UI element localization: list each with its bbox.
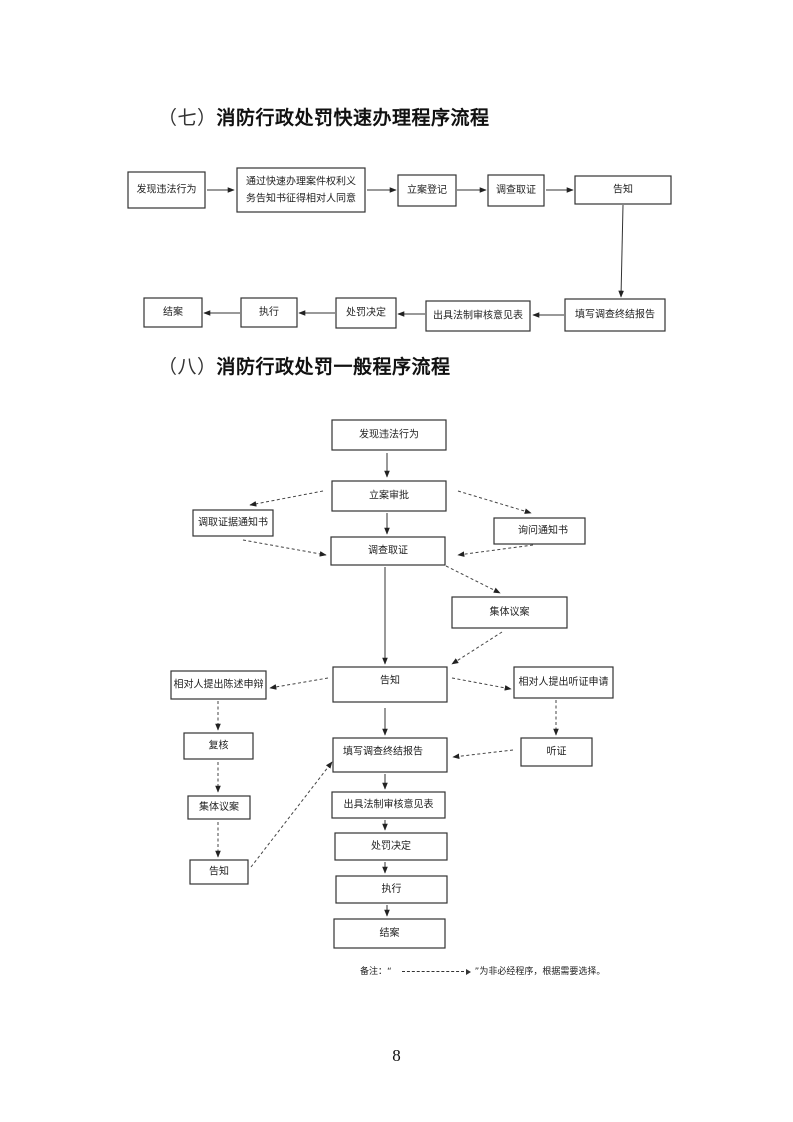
dashed-arrow-sample-icon bbox=[401, 971, 464, 972]
fc7-node-inform: 告知 bbox=[574, 175, 672, 205]
fc7-node-decision: 处罚决定 bbox=[335, 297, 397, 329]
fc8-node-inform: 告知 bbox=[332, 666, 448, 703]
fc8-node-investigate: 调查取证 bbox=[330, 536, 446, 566]
fc8-node-close-label: 结案 bbox=[380, 926, 400, 939]
page-number: 8 bbox=[392, 1046, 401, 1065]
fc8-dash-inform-statement bbox=[269, 677, 329, 690]
section-8-heading: （八）消防行政处罚一般程序流程 bbox=[158, 352, 451, 379]
fc8-node-collective-label: 集体议案 bbox=[490, 605, 530, 618]
fc8-node-review-label: 复核 bbox=[209, 739, 229, 752]
fc7-node-report-label: 填写调查终结报告 bbox=[575, 308, 655, 321]
fc7-node-notify-consent: 通过快速办理案件权利义 务告知书征得相对人同意 bbox=[236, 167, 366, 213]
fc7-node-decision-label: 处罚决定 bbox=[346, 306, 386, 319]
fc7-node-close: 结案 bbox=[143, 297, 203, 328]
fc7-node-execute: 执行 bbox=[240, 297, 298, 328]
fc7-node-investigate: 调查取证 bbox=[487, 174, 545, 207]
section-8-number: （八） bbox=[158, 356, 217, 378]
section-7-title: 消防行政处罚快速办理程序流程 bbox=[216, 107, 490, 129]
fc8-node-review: 复核 bbox=[183, 732, 254, 760]
fc8-dash-approve-evidence bbox=[249, 490, 324, 507]
legend-note-suffix: ”为非必经程序，根据需要选择。 bbox=[474, 967, 606, 977]
fc8-node-collective-left: 集体议案 bbox=[187, 795, 251, 820]
legend-note: 备注：“ ”为非必经程序，根据需要选择。 bbox=[360, 964, 605, 977]
fc8-node-approve: 立案审批 bbox=[331, 480, 447, 512]
fc8-dash-hearing-report bbox=[452, 749, 514, 760]
fc8-dash-collective-inform bbox=[451, 631, 503, 665]
fc8-node-inquiry-notice-label: 询问通知书 bbox=[518, 524, 568, 537]
fc8-node-close: 结案 bbox=[333, 918, 446, 949]
fast-procedure-flowchart: 发现违法行为 通过快速办理案件权利义 务告知书征得相对人同意 立案登记 调查取证… bbox=[127, 167, 672, 332]
fc8-node-inform-label: 告知 bbox=[380, 674, 400, 687]
fc7-node-inform-label: 告知 bbox=[613, 183, 633, 196]
fc7-node-register: 立案登记 bbox=[397, 174, 457, 207]
fc8-node-legal-review-label: 出具法制审核意见表 bbox=[344, 798, 434, 811]
arrowhead-icon bbox=[465, 968, 471, 975]
fc8-dash-evidence-investigate bbox=[242, 539, 327, 557]
fc8-node-report-label: 填写调查终结报告 bbox=[343, 745, 423, 758]
fc7-node-close-label: 结案 bbox=[163, 305, 183, 318]
fc7-node-investigate-label: 调查取证 bbox=[496, 183, 536, 196]
fc8-dash-investigate-collective bbox=[445, 565, 501, 594]
fc8-node-investigate-label: 调查取证 bbox=[368, 544, 408, 557]
fc7-node-register-label: 立案登记 bbox=[407, 183, 447, 196]
fc8-node-hearing-label: 听证 bbox=[547, 746, 567, 758]
fc8-dash-inform-hearing-request bbox=[451, 677, 512, 691]
fc8-node-statement: 相对人提出陈述申辩 bbox=[170, 670, 267, 700]
legend-note-prefix: 备注：“ bbox=[360, 967, 392, 977]
fc8-node-hearing-request: 相对人提出听证申请 bbox=[513, 666, 614, 699]
fc8-node-collective-left-label: 集体议案 bbox=[199, 800, 239, 813]
fc8-dash-inquiry-investigate bbox=[457, 544, 534, 557]
section-8-title: 消防行政处罚一般程序流程 bbox=[216, 356, 451, 378]
fc8-node-inform-left-label: 告知 bbox=[209, 865, 229, 878]
fc8-node-statement-label: 相对人提出陈述申辩 bbox=[174, 678, 264, 691]
fc7-node-legal-review: 出具法制审核意见表 bbox=[425, 300, 531, 332]
fc8-node-legal-review: 出具法制审核意见表 bbox=[331, 791, 446, 819]
fc7-node-report: 填写调查终结报告 bbox=[564, 298, 666, 332]
fc7-node-execute-label: 执行 bbox=[259, 305, 279, 318]
fc8-node-hearing: 听证 bbox=[520, 737, 593, 767]
fc7-node-discover: 发现违法行为 bbox=[127, 171, 206, 209]
fc8-node-report: 填写调查终结报告 bbox=[332, 737, 448, 773]
fc8-node-inquiry-notice: 询问通知书 bbox=[493, 517, 586, 545]
fc7-node-legal-review-label: 出具法制审核意见表 bbox=[433, 309, 523, 322]
fc8-node-evidence-notice-label: 调取证据通知书 bbox=[198, 516, 268, 529]
fc8-node-inform-left: 告知 bbox=[189, 859, 249, 885]
fc8-node-approve-label: 立案审批 bbox=[369, 489, 409, 502]
fc7-arrow-5 bbox=[618, 204, 624, 298]
fc8-node-execute-label: 执行 bbox=[382, 882, 402, 895]
fc8-node-discover: 发现违法行为 bbox=[331, 419, 447, 451]
fc7-node-notify-line2: 务告知书征得相对人同意 bbox=[246, 192, 356, 205]
fc8-node-hearing-request-label: 相对人提出听证申请 bbox=[519, 675, 609, 688]
fc8-dash-inform-left-report bbox=[250, 761, 333, 868]
fc7-node-notify-line1: 通过快速办理案件权利义 bbox=[246, 175, 356, 188]
fc8-node-evidence-notice: 调取证据通知书 bbox=[192, 509, 274, 537]
fc8-node-discover-label: 发现违法行为 bbox=[359, 428, 419, 441]
fc8-node-execute: 执行 bbox=[335, 875, 448, 904]
general-procedure-flowchart: 发现违法行为 立案审批 调查取证 告知 填写调查终结报告 出具法制审核意见表 处… bbox=[170, 419, 614, 949]
fc8-node-collective: 集体议案 bbox=[451, 596, 568, 629]
fc8-node-decision-label: 处罚决定 bbox=[371, 839, 411, 852]
fc8-node-decision: 处罚决定 bbox=[334, 832, 448, 861]
fc8-dash-approve-inquiry bbox=[457, 490, 532, 514]
section-7-number: （七） bbox=[158, 107, 217, 129]
section-7-heading: （七）消防行政处罚快速办理程序流程 bbox=[158, 103, 490, 130]
fc7-node-discover-label: 发现违法行为 bbox=[137, 183, 197, 196]
